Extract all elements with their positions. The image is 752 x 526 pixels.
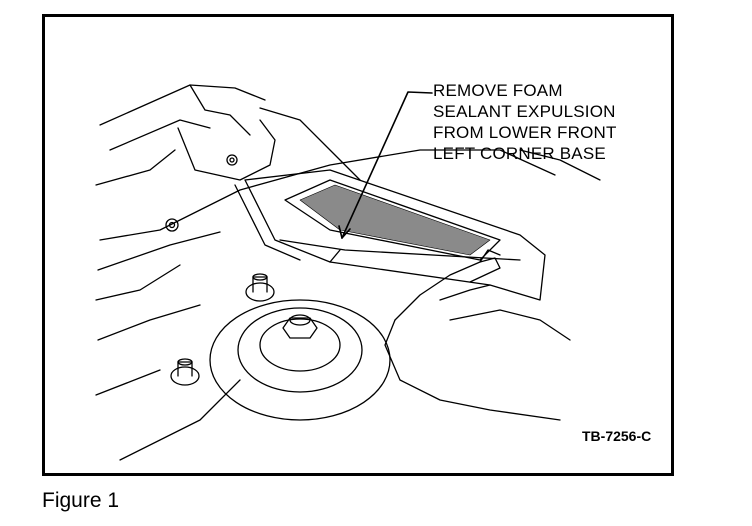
- stud-lower: [170, 358, 200, 386]
- figure-frame: [42, 14, 674, 476]
- bolt-left: [165, 218, 179, 232]
- body-panel-lines: [95, 84, 601, 461]
- strut-tower: [209, 299, 391, 421]
- hand-illustration: [384, 249, 571, 421]
- callout-line: SEALANT EXPULSION: [433, 102, 616, 121]
- stud-upper: [245, 273, 275, 302]
- callout-line: REMOVE FOAM: [433, 81, 563, 100]
- callout-line: LEFT CORNER BASE: [433, 144, 606, 163]
- cowl-channel: [244, 169, 546, 301]
- figure-caption: Figure 1: [42, 489, 120, 512]
- callout-line: FROM LOWER FRONT: [433, 123, 617, 142]
- reference-code: TB-7256-C: [582, 428, 652, 444]
- callout-arrow: [338, 91, 433, 239]
- bolt-upper: [226, 154, 238, 166]
- callout-text: REMOVE FOAM SEALANT EXPULSION FROM LOWER…: [433, 80, 617, 164]
- foam-sealant: [299, 184, 491, 256]
